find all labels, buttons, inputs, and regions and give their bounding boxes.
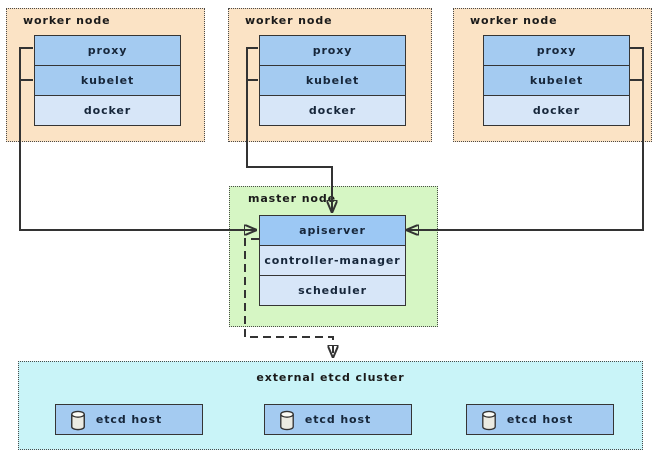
master-node-title: master node <box>248 192 337 205</box>
worker-node-2-proxy-box: proxy <box>259 35 406 66</box>
etcd-host-3: etcd host <box>466 404 614 435</box>
worker-node-2-title: worker node <box>245 14 333 27</box>
worker-node-2-kubelet-box: kubelet <box>259 65 406 96</box>
worker-node-1-docker-box: docker <box>34 95 181 126</box>
worker-node-1-kubelet-box: kubelet <box>34 65 181 96</box>
etcd-host-1-label: etcd host <box>95 413 163 426</box>
etcd-host-2: etcd host <box>264 404 412 435</box>
worker-node-2: worker node proxy kubelet docker <box>228 8 432 142</box>
worker-node-3: worker node proxy kubelet docker <box>453 8 652 142</box>
worker-node-3-kubelet-box: kubelet <box>483 65 630 96</box>
worker-node-2-docker-box: docker <box>259 95 406 126</box>
worker-node-3-title: worker node <box>470 14 558 27</box>
worker-node-3-docker-box: docker <box>483 95 630 126</box>
worker-node-1-title: worker node <box>23 14 111 27</box>
worker-node-1: worker node proxy kubelet docker <box>6 8 205 142</box>
master-node-controller-manager-box: controller-manager <box>259 245 406 276</box>
etcd-host-2-label: etcd host <box>304 413 372 426</box>
database-icon <box>280 410 294 431</box>
database-icon <box>482 410 496 431</box>
worker-node-1-proxy-box: proxy <box>34 35 181 66</box>
external-etcd-cluster: external etcd cluster etcd host etcd hos… <box>18 361 643 450</box>
etcd-cluster-title: external etcd cluster <box>256 371 405 384</box>
database-icon <box>71 410 85 431</box>
master-node-apiserver-box: apiserver <box>259 215 406 246</box>
etcd-host-3-label: etcd host <box>506 413 574 426</box>
master-node: master node apiserver controller-manager… <box>229 186 438 327</box>
worker-node-3-proxy-box: proxy <box>483 35 630 66</box>
etcd-host-1: etcd host <box>55 404 203 435</box>
master-node-scheduler-box: scheduler <box>259 275 406 306</box>
